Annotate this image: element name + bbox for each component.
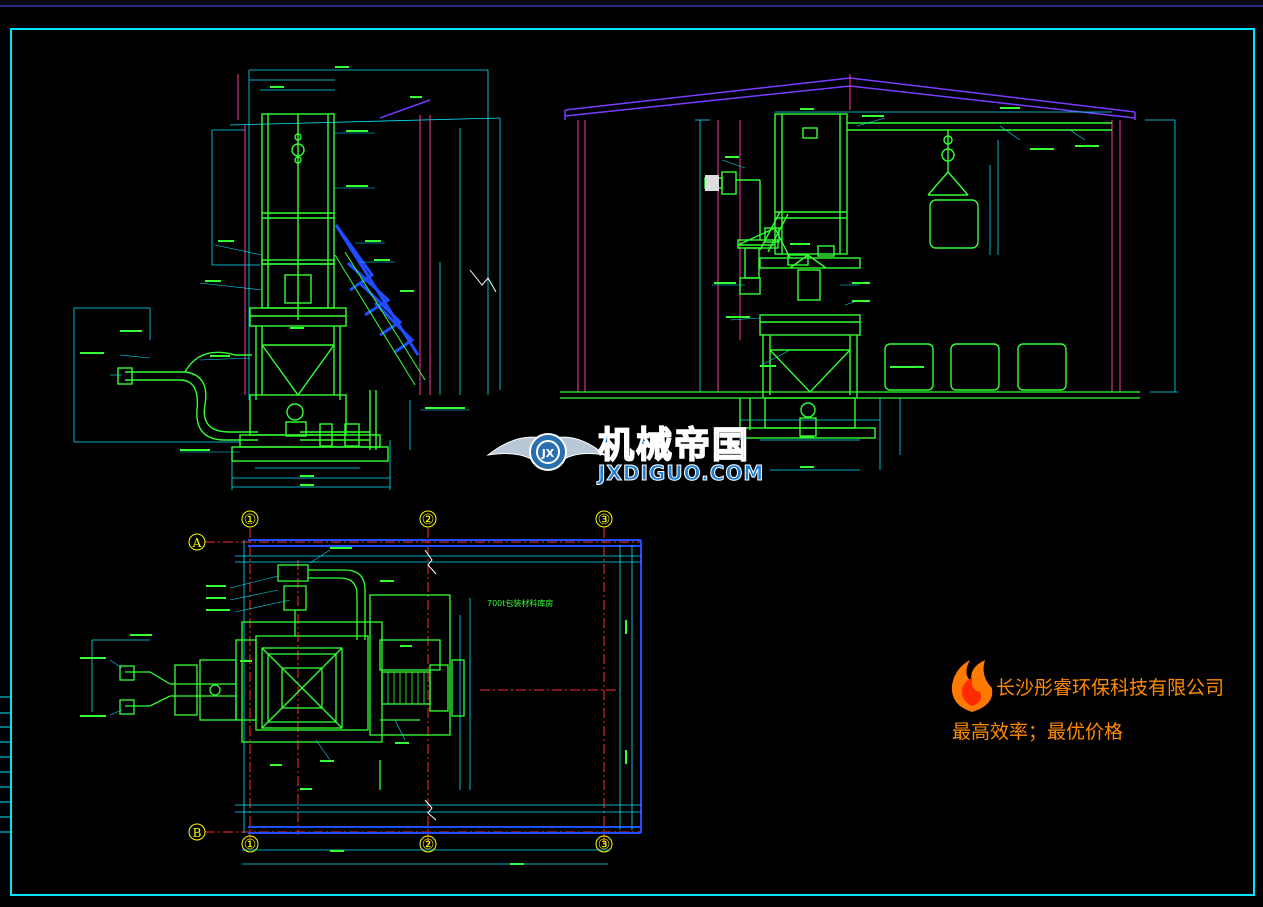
grid-bubble-a	[188, 533, 206, 551]
plan-view: 700t包装材料库房 ① ② ③ ① ② ③ A B	[80, 510, 642, 865]
building-elevation-view	[560, 74, 1178, 471]
company-slogan: 最高效率；最优价格	[952, 721, 1123, 743]
warehouse-label: 700t包装材料库房	[487, 598, 553, 608]
grid-bubble-1-top	[241, 510, 259, 528]
company-name: 长沙彤睿环保科技有限公司	[996, 677, 1224, 699]
svg-text:JX: JX	[541, 447, 555, 460]
grid-label-a: A	[192, 536, 202, 550]
side-elevation-view	[73, 66, 501, 490]
grid-bubble-3-top	[595, 510, 613, 528]
grid-label-2-top: ②	[422, 512, 435, 528]
grid-bubble-3-bottom	[595, 835, 613, 853]
grid-label-2-bottom: ②	[422, 837, 435, 853]
grid-label-3-top: ③	[598, 512, 611, 528]
watermark: JX 机械帝国 JXDIGUO.COM	[486, 424, 764, 486]
company-block: 长沙彤睿环保科技有限公司 最高效率；最优价格	[951, 660, 1224, 743]
watermark-brand: 机械帝国	[598, 425, 750, 466]
grid-bubble-b	[188, 823, 206, 841]
grid-bubble-2-bottom	[419, 835, 437, 853]
left-title-strip	[0, 696, 11, 833]
ladder-blue	[334, 224, 420, 356]
watermark-url: JXDIGUO.COM	[596, 461, 764, 485]
flame-logo-icon	[951, 660, 993, 712]
drawing-frame	[10, 28, 1255, 896]
grid-label-1-bottom: ①	[244, 837, 257, 853]
grid-label-b: B	[193, 826, 202, 840]
grid-label-1-top: ①	[244, 512, 257, 528]
gear-eagle-logo-icon: JX	[486, 433, 607, 471]
grid-label-3-bottom: ③	[598, 837, 611, 853]
top-bar	[0, 0, 1263, 6]
grid-bubble-2-top	[419, 510, 437, 528]
grid-bubble-1-bottom	[241, 835, 259, 853]
